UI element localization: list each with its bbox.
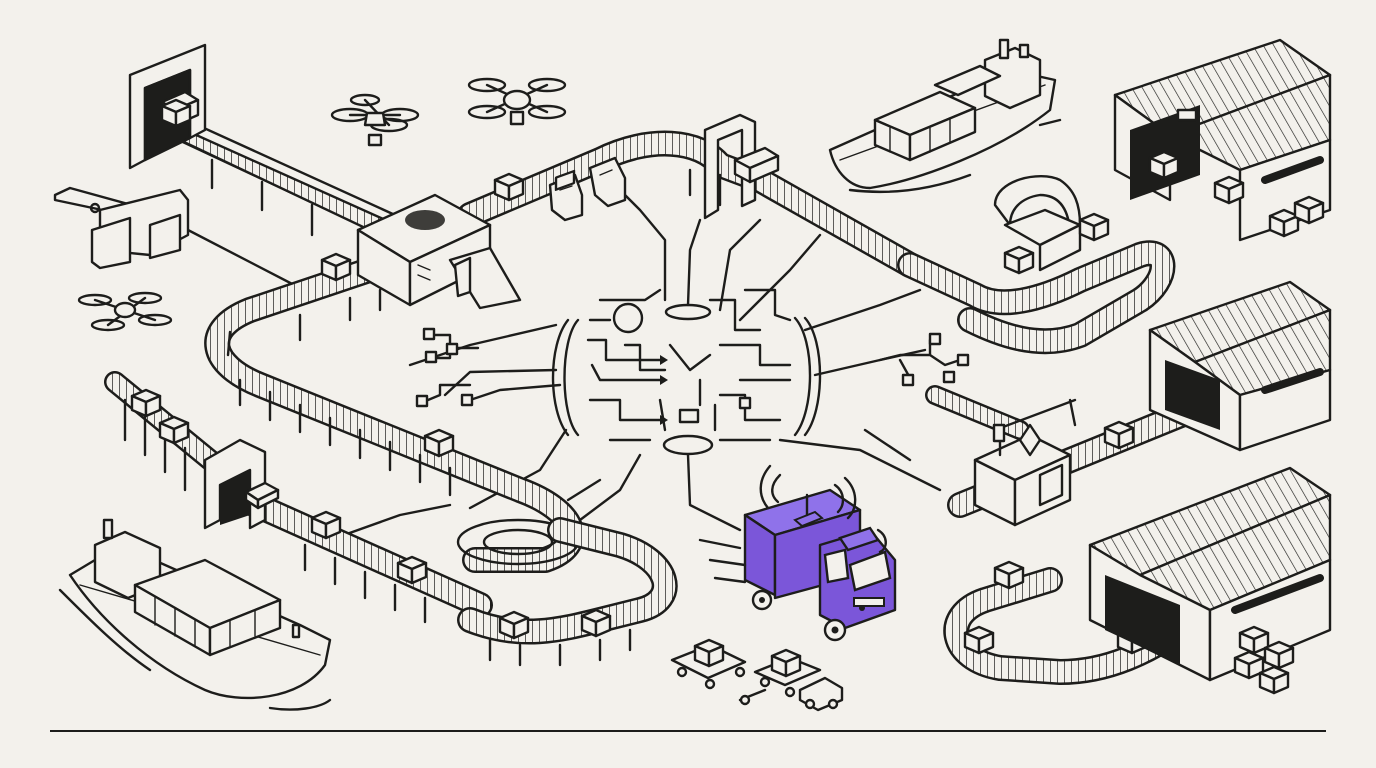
drone-top-right [467,77,567,126]
scanner-gate-lower-left [203,438,280,530]
scanner-gate-top-mid [703,113,780,220]
node-tree-left [415,327,480,408]
node-tree-right [878,332,970,387]
mini-truck [798,676,844,712]
container-ship-top [828,38,1062,194]
scanner-arch-right [993,175,1082,272]
parcel-stacks-right [1148,150,1325,695]
robotic-arm-station [973,398,1077,527]
scanner-machine-center [356,193,492,307]
conveyor-ramp-center [448,246,522,310]
ai-hub [551,288,822,456]
network-links [186,188,942,542]
cart-middle [738,648,822,706]
warehouse-middle-right [1148,280,1332,452]
drone-left [77,291,173,332]
cart-left [670,638,747,690]
drone-top-center [330,93,420,147]
container-ship-bottom [58,518,332,711]
delivery-truck [698,464,897,642]
warehouse-bottom-right [1088,466,1332,682]
kiosks [548,156,627,222]
robotic-arm-left [53,186,190,270]
